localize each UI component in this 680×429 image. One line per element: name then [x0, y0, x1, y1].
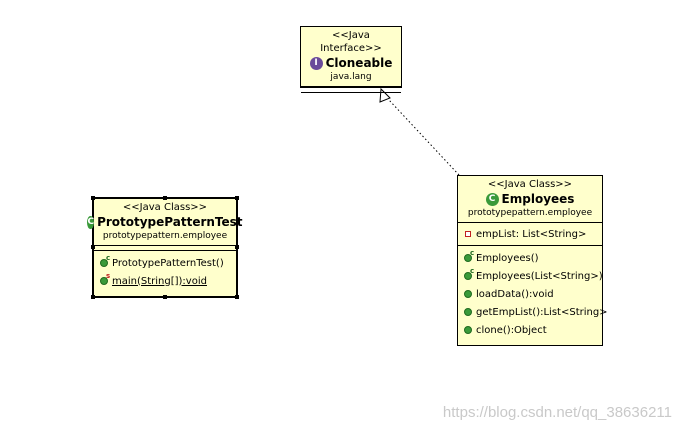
public-method-icon [464, 290, 472, 298]
class-name: C PrototypePatternTest [87, 214, 243, 230]
method-row[interactable]: c PrototypePatternTest() [100, 254, 236, 272]
cloneable-interface-box[interactable]: <<Java Interface>> I Cloneable java.lang [300, 26, 402, 93]
class-name-label: Employees [501, 192, 575, 206]
class-icon: C [485, 192, 499, 206]
method-label: main(String[]):void [112, 275, 207, 287]
operations-compartment [301, 92, 401, 93]
method-label: loadData():void [476, 288, 554, 300]
attributes-compartment: empList: List<String> [458, 222, 602, 245]
watermark: https://blog.csdn.net/qq_38636211 [442, 404, 672, 421]
method-row[interactable]: clone():Object [464, 321, 602, 339]
stereotype-label: <<Java Class>> [122, 202, 208, 213]
interface-name-label: Cloneable [325, 56, 393, 70]
class-name-label: PrototypePatternTest [97, 215, 243, 229]
static-marker: s [106, 272, 111, 280]
private-field-icon [465, 231, 471, 237]
attributes-compartment [94, 245, 236, 250]
public-method-icon: s [100, 272, 110, 285]
interface-name: I Cloneable [301, 55, 401, 71]
method-row[interactable]: s main(String[]):void [100, 272, 236, 290]
method-row[interactable]: c Employees(List<String>) [464, 267, 603, 285]
constructor-marker: c [470, 267, 475, 275]
constructor-marker: c [106, 254, 111, 262]
selection-handle[interactable] [91, 245, 95, 249]
field-label: empList: List<String> [476, 228, 587, 240]
prototype-pattern-test-class-box[interactable]: <<Java Class>> C PrototypePatternTest pr… [87, 196, 243, 299]
selection-handle[interactable] [235, 245, 239, 249]
package-label: java.lang [330, 72, 372, 82]
dotted-realization-line [388, 99, 460, 176]
package-label: prototypepattern.employee [102, 231, 228, 241]
method-row[interactable]: loadData():void [464, 285, 602, 303]
interface-icon: I [309, 56, 323, 70]
selection-handle[interactable] [91, 295, 95, 299]
selection-handle[interactable] [235, 196, 239, 200]
attributes-compartment [301, 86, 401, 92]
stereotype-label: <<Java Interface>> [320, 30, 382, 54]
public-method-icon: c [100, 254, 110, 267]
operations-compartment: c PrototypePatternTest() s main(String[]… [94, 250, 236, 293]
public-method-icon [464, 308, 472, 316]
public-method-icon [464, 326, 472, 334]
method-label: Employees() [476, 252, 539, 264]
field-row[interactable]: empList: List<String> [464, 226, 602, 242]
employees-class-box[interactable]: <<Java Class>> C Employees prototypepatt… [457, 175, 608, 346]
selection-handle[interactable] [163, 295, 167, 299]
operations-compartment: c Employees() c Employees(List<String>) … [458, 245, 608, 342]
stereotype-label: <<Java Class>> [487, 179, 573, 190]
class-icon: C [87, 215, 95, 229]
selection-handle[interactable] [91, 196, 95, 200]
method-row[interactable]: getEmpList():List<String> [464, 303, 608, 321]
selection-handle[interactable] [235, 295, 239, 299]
public-method-icon: c [464, 267, 474, 280]
package-label: prototypepattern.employee [467, 208, 593, 218]
method-row[interactable]: c Employees() [464, 249, 602, 267]
constructor-marker: c [470, 249, 475, 257]
selection-handle[interactable] [163, 196, 167, 200]
method-label: getEmpList():List<String> [476, 306, 608, 318]
method-label: clone():Object [476, 324, 547, 336]
method-label: PrototypePatternTest() [112, 257, 224, 269]
method-label: Employees(List<String>) [476, 270, 603, 282]
class-name: C Employees [458, 191, 602, 207]
public-method-icon: c [464, 249, 474, 262]
